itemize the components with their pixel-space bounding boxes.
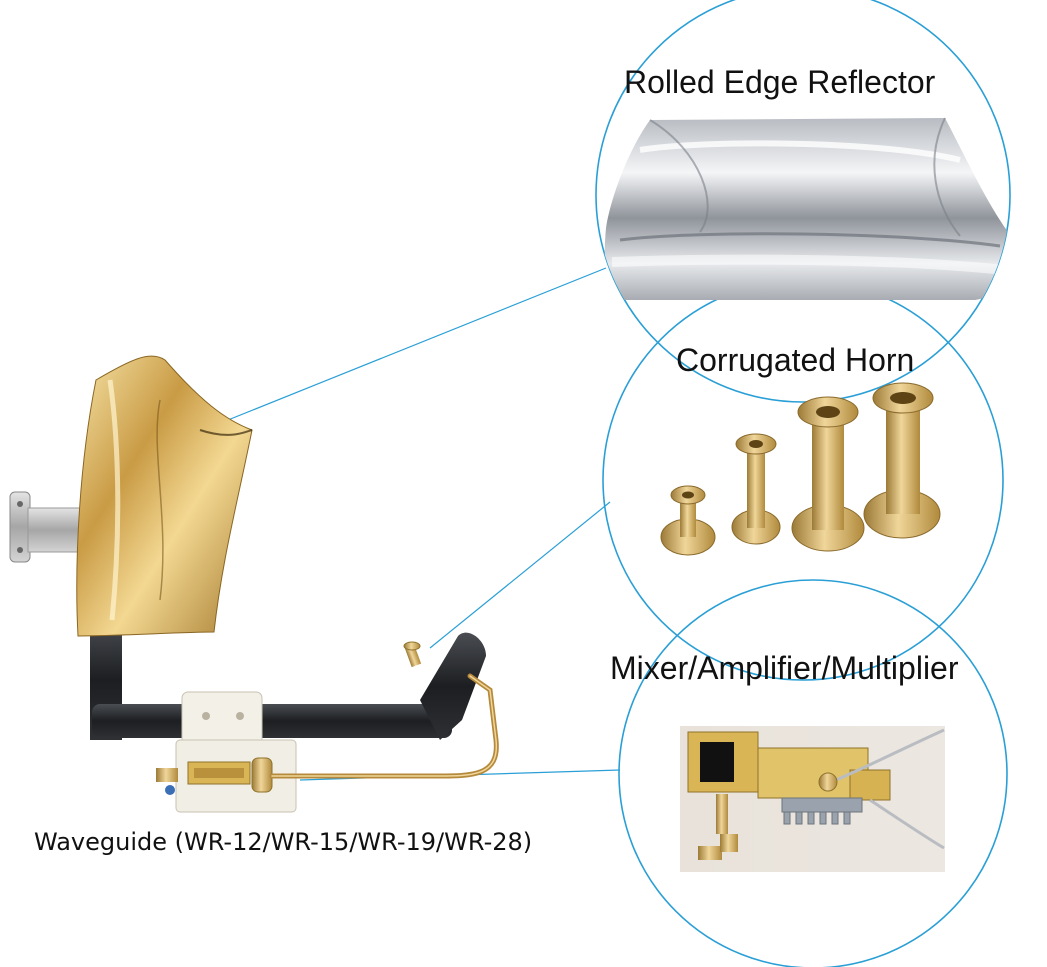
label-waveguide: Waveguide (WR-12/WR-15/WR-19/WR-28) — [34, 828, 533, 856]
antenna-assembly-photo — [9, 355, 499, 813]
label-corrugated-horn: Corrugated Horn — [676, 342, 915, 378]
corrugated-horns-photo — [660, 382, 941, 556]
callout-circle-reflector — [595, 0, 1011, 403]
callout-line-horn — [429, 501, 611, 649]
callout-circle-horn — [602, 279, 1004, 681]
rolled-edge-reflector-photo — [604, 117, 1008, 300]
mixer-amplifier-photo — [680, 726, 945, 872]
label-mixer-amplifier-multiplier: Mixer/Amplifier/Multiplier — [610, 650, 959, 686]
callout-circle-mixer — [618, 579, 1008, 967]
callout-line-reflector — [227, 267, 607, 421]
label-rolled-edge-reflector: Rolled Edge Reflector — [624, 64, 936, 100]
